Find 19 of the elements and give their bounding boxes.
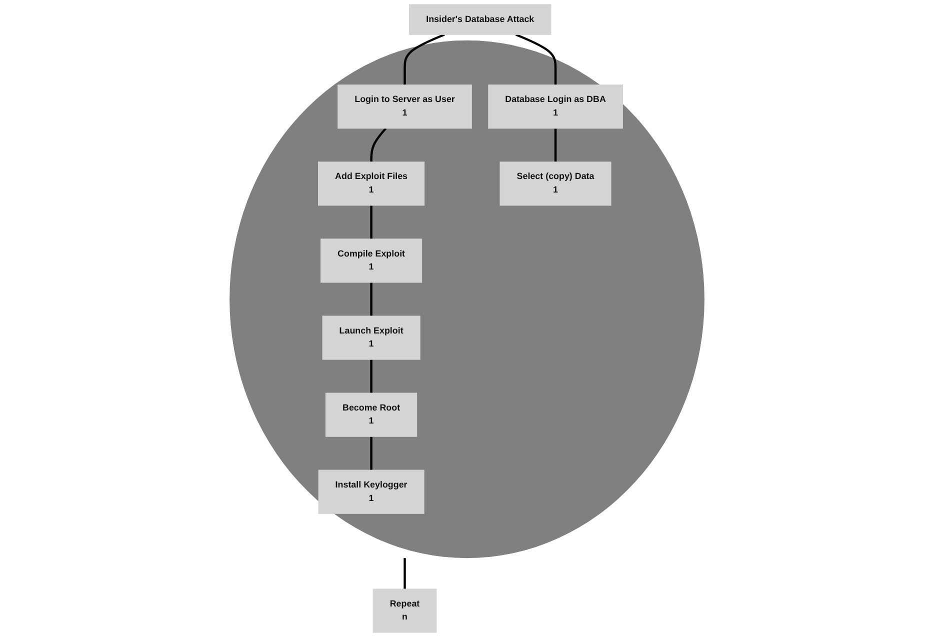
node-box: Database Login as DBA 1: [488, 84, 623, 129]
connector: [370, 360, 372, 394]
node-box: Become Root 1: [325, 392, 418, 437]
node-box: Add Exploit Files 1: [318, 162, 425, 206]
connector: [554, 128, 557, 162]
connector: [515, 34, 557, 85]
connector: [404, 558, 406, 589]
node-box: Insider's Database Attack: [409, 4, 552, 35]
connector: [370, 436, 372, 470]
connector: [370, 128, 387, 162]
node-box: Select (copy) Data 1: [500, 162, 612, 206]
connector: [404, 34, 445, 85]
connector: [370, 282, 372, 316]
connector: [370, 205, 372, 239]
node-box: Compile Exploit 1: [320, 238, 422, 283]
node-box: Login to Server as User 1: [338, 84, 472, 129]
node-box: Repeat n: [372, 588, 437, 633]
node-box: Launch Exploit 1: [322, 316, 420, 360]
node-box: Install Keylogger 1: [318, 470, 424, 514]
